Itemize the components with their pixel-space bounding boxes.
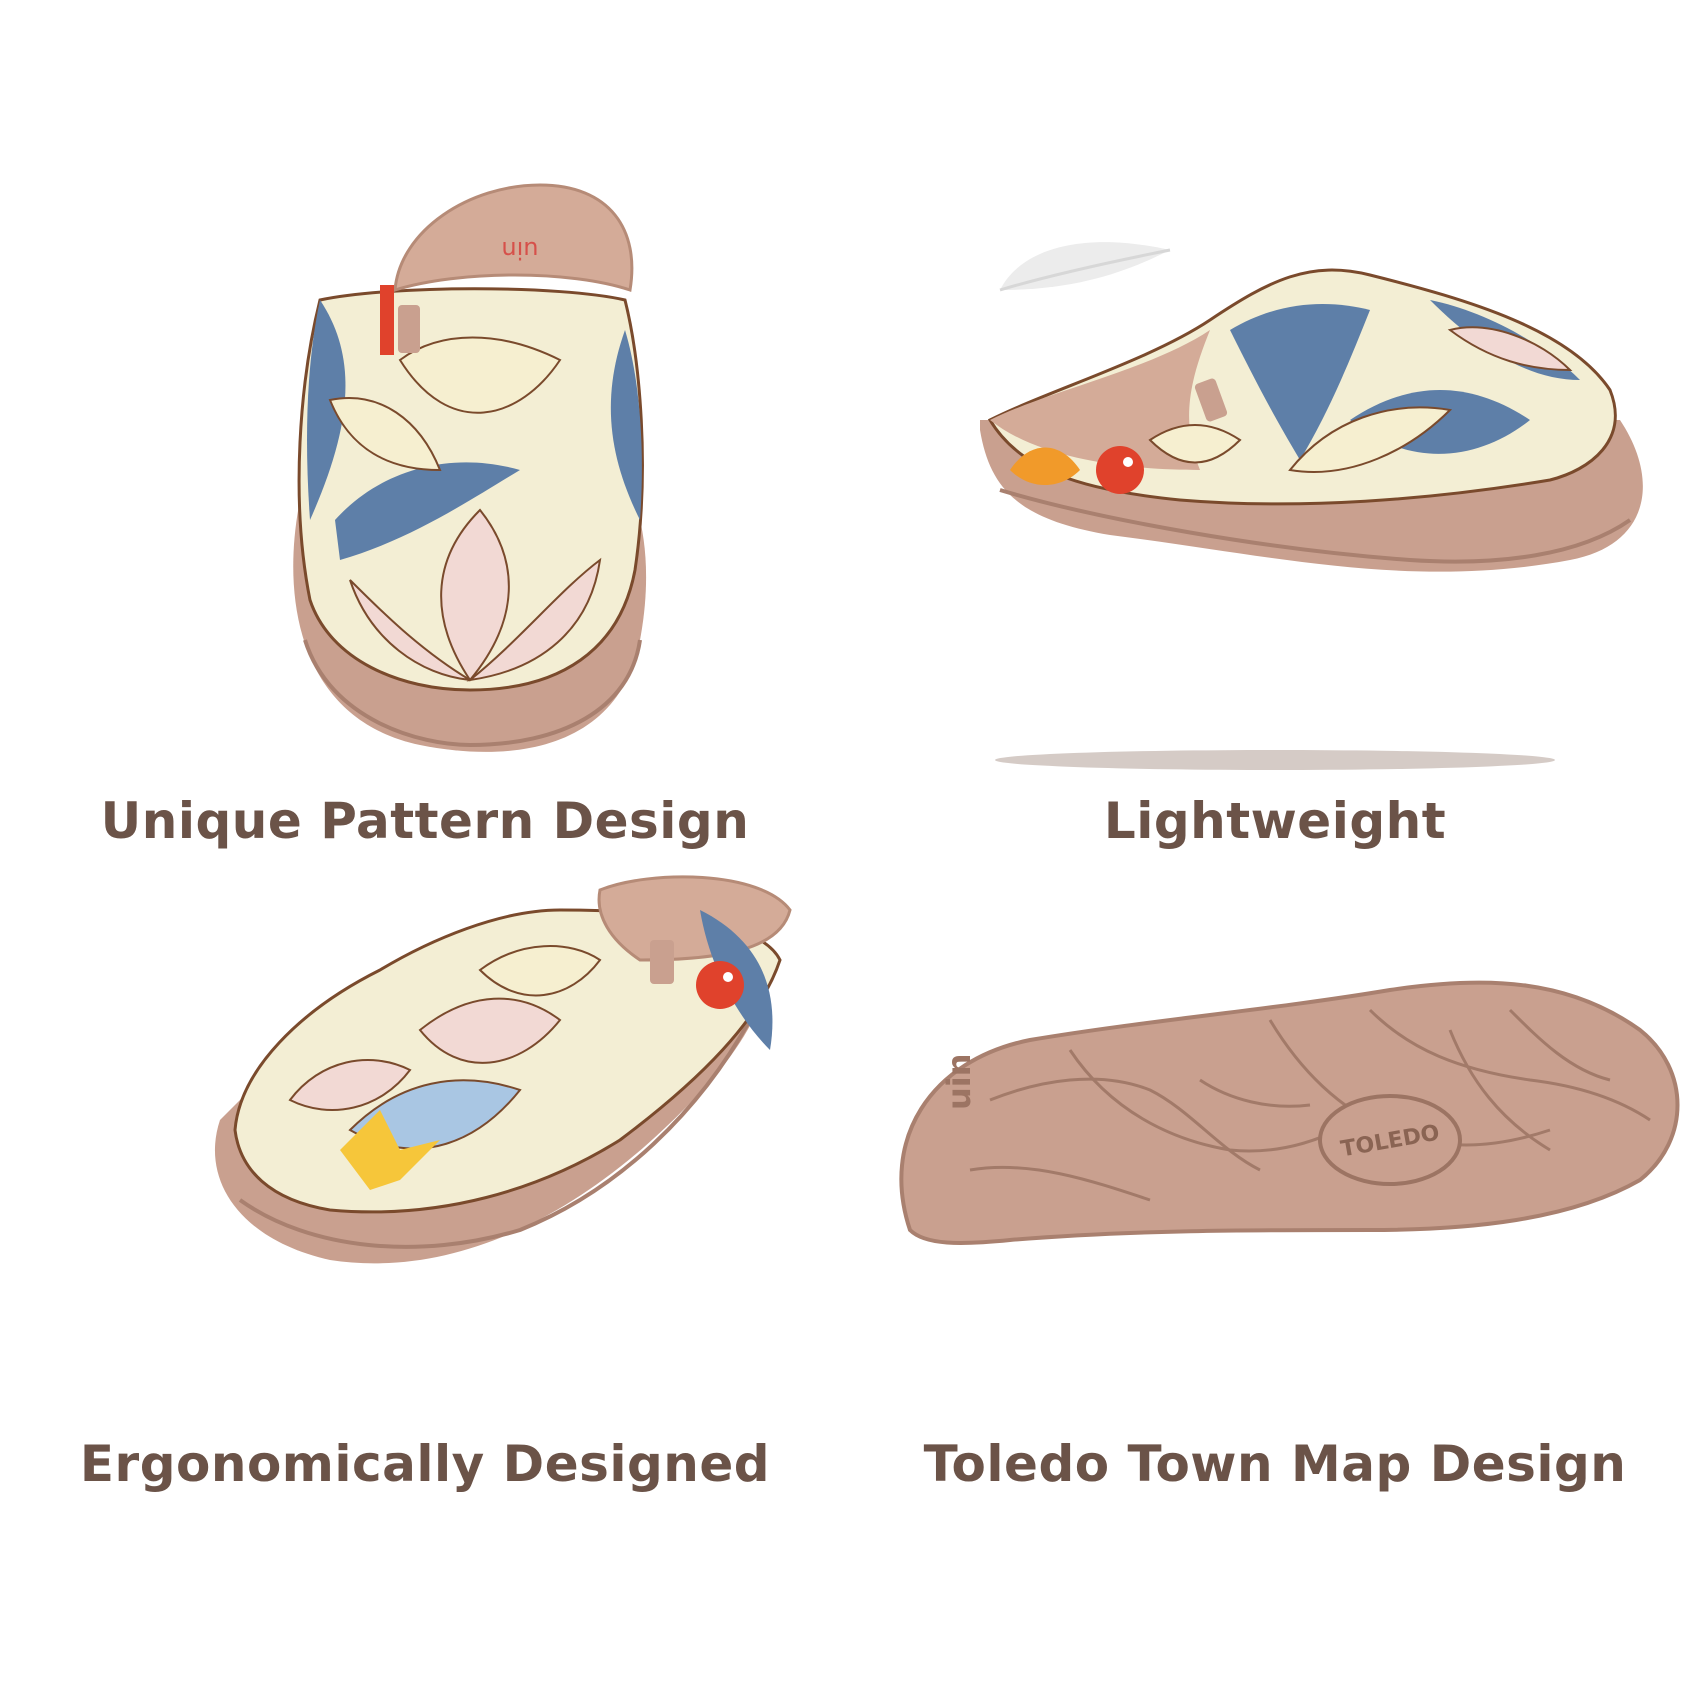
toledo-stamp <box>1318 1094 1462 1186</box>
outsole-map-view: TOLEDO uin <box>899 980 1680 1245</box>
insole-brand-mark: uin <box>501 236 538 264</box>
panel-toledo-map: TOLEDO uin Toledo Town Map Design <box>850 850 1700 1700</box>
heel-brand-mark: uin <box>940 1053 978 1110</box>
feather-icon <box>999 242 1171 292</box>
uin-logo-icon <box>398 305 420 353</box>
slipper-angled-view <box>214 875 792 1264</box>
panel-lightweight: Lightweight <box>850 0 1700 850</box>
slipper-front-view: uin <box>293 183 647 752</box>
caption-lightweight: Lightweight <box>1103 792 1447 850</box>
caption-ergonomically-designed: Ergonomically Designed <box>79 1435 771 1493</box>
floating-shadow <box>995 750 1555 770</box>
caption-toledo-town-map-design: Toledo Town Map Design <box>923 1435 1627 1493</box>
slipper-side-floating <box>980 242 1643 770</box>
uin-logo-icon <box>1096 446 1144 494</box>
caption-unique-pattern-design: Unique Pattern Design <box>100 792 750 850</box>
uin-logo-icon <box>696 961 744 1009</box>
panel-ergonomic: Ergonomically Designed <box>0 850 850 1700</box>
panel-unique-pattern: uin Unique Pattern Design <box>0 0 850 850</box>
